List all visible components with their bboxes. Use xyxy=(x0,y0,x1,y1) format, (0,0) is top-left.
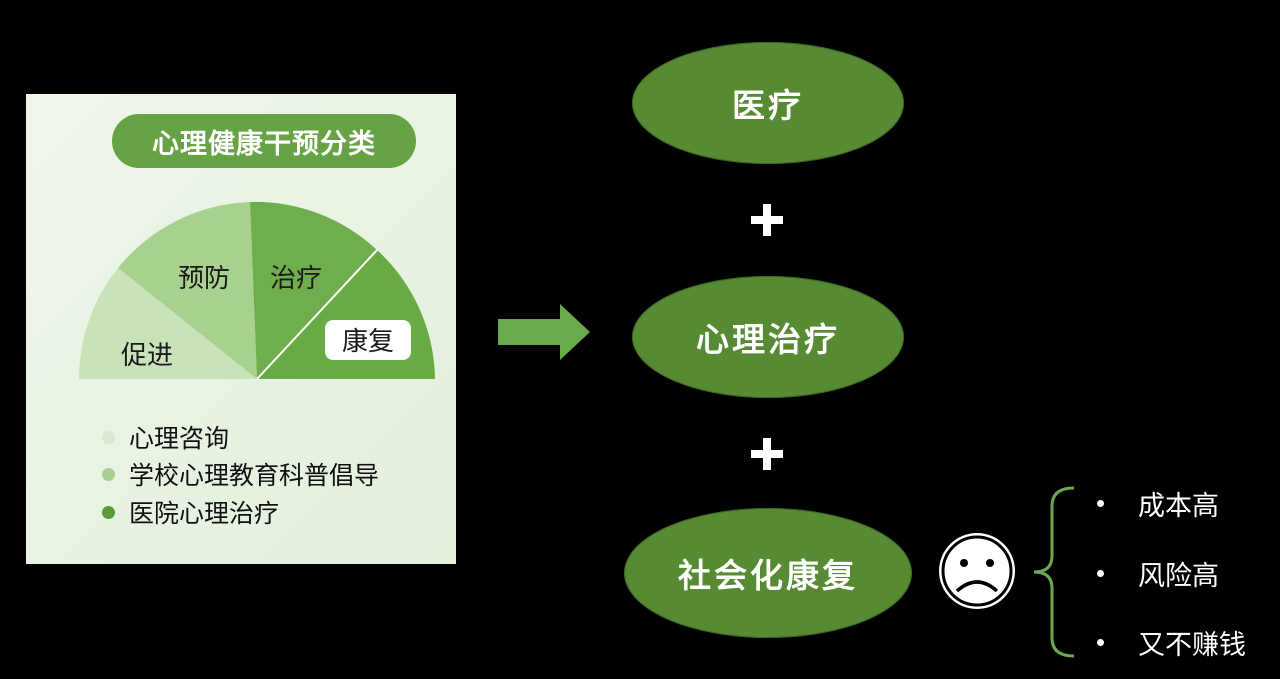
legend-dot-icon xyxy=(102,467,115,481)
bullet-icon xyxy=(1097,570,1104,577)
intervention-pie-chart: 促进 预防 治疗 康复 xyxy=(79,201,435,380)
pie-label-treatment: 治疗 xyxy=(270,264,322,294)
drawback-item: 又不赚钱 xyxy=(1093,623,1246,662)
brace-icon xyxy=(1033,486,1075,658)
bullet-icon xyxy=(1097,639,1104,646)
oval-medical: 医疗 xyxy=(632,42,904,164)
right-arrow-icon xyxy=(498,304,590,360)
legend-dot-icon xyxy=(102,430,115,444)
drawback-label: 风险高 xyxy=(1138,561,1219,592)
legend-dot-icon xyxy=(102,505,115,519)
rehab-label-bg xyxy=(325,320,411,360)
oval-psychotherapy: 心理治疗 xyxy=(632,276,904,398)
pie-label-rehab: 康复 xyxy=(342,327,394,357)
sad-face-icon xyxy=(939,533,1015,609)
pie-slice-prevention xyxy=(118,202,257,379)
plus-icon xyxy=(751,204,783,236)
pie-slice-promotion xyxy=(79,268,257,379)
legend-label: 心理咨询 xyxy=(129,424,230,453)
drawback-label: 又不赚钱 xyxy=(1138,630,1246,661)
legend-item-school: 学校心理教育科普倡导 xyxy=(102,456,379,492)
drawback-item: 成本高 xyxy=(1093,484,1219,523)
drawback-label: 成本高 xyxy=(1138,491,1219,522)
pie-label-prevention: 预防 xyxy=(178,264,230,294)
bullet-icon xyxy=(1097,500,1104,507)
plus-icon xyxy=(751,438,783,470)
pie-label-promotion: 促进 xyxy=(121,341,173,371)
legend-label: 学校心理教育科普倡导 xyxy=(129,461,380,490)
card-title: 心理健康干预分类 xyxy=(112,114,416,168)
drawback-item: 风险高 xyxy=(1093,554,1219,593)
pie-slice-treatment xyxy=(250,201,377,379)
legend-label: 医院心理治疗 xyxy=(129,499,280,528)
intervention-card: 促进 预防 治疗 康复 心理健康干预分类 心理咨询 学校心理教育科普倡导 医院心… xyxy=(26,94,456,564)
oval-social-rehab: 社会化康复 xyxy=(624,508,912,638)
legend-item-hospital: 医院心理治疗 xyxy=(102,494,279,530)
legend-item-counseling: 心理咨询 xyxy=(102,419,229,455)
